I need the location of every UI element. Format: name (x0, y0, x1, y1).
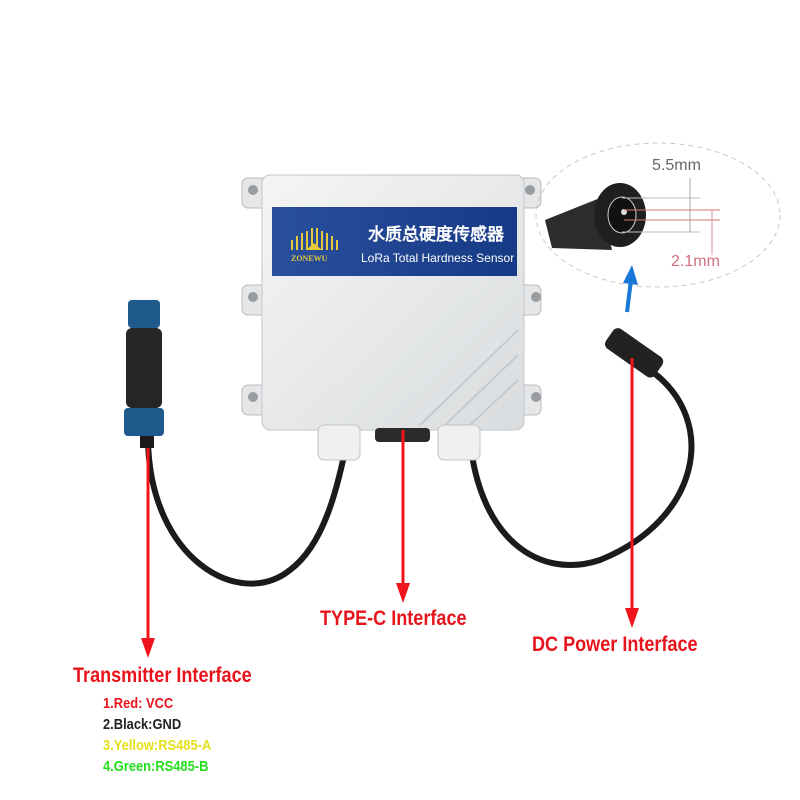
dc-jack-photo (545, 183, 646, 250)
wiring-green: 4.Green:RS485-B (103, 758, 209, 775)
wiring-red: 1.Red: VCC (103, 695, 174, 712)
dc-jack-zoom (535, 142, 781, 288)
outer-diameter-label: 5.5mm (652, 157, 701, 174)
label-english: LoRa Total Hardness Sensor (361, 251, 515, 265)
blue-arrow-icon (623, 265, 638, 313)
transmitter-callout: Transmitter Interface (73, 664, 252, 687)
wiring-yellow: 3.Yellow:RS485-A (103, 737, 212, 754)
arrows (141, 358, 639, 658)
dimension-lines (622, 178, 720, 255)
dc-plug (604, 328, 664, 378)
brand-logo-icon (291, 228, 338, 250)
typec-callout: TYPE-C Interface (320, 607, 467, 630)
cable-glands (317, 424, 481, 461)
dc-power-callout: DC Power Interface (532, 633, 698, 656)
inner-diameter-label: 2.1mm (671, 253, 720, 270)
aviation-connector (124, 300, 164, 448)
label-chinese: 水质总硬度传感器 (368, 225, 504, 244)
transmitter-cable (145, 429, 353, 587)
brand-name: ZONEWU (291, 254, 328, 263)
wiring-black: 2.Black:GND (103, 716, 182, 733)
dc-cable (467, 367, 695, 568)
